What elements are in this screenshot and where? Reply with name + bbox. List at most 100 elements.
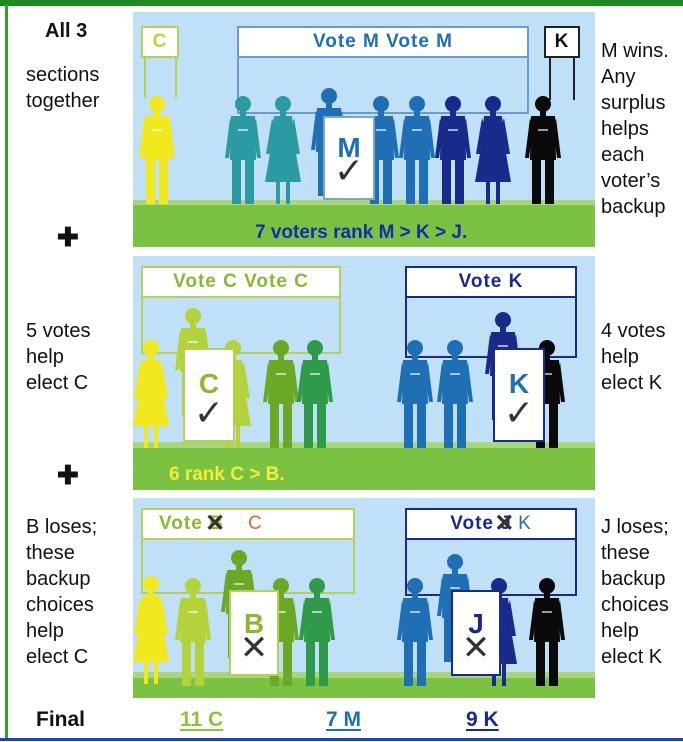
final-c: 11 C <box>180 708 224 731</box>
bottom-panel: Vote B✕ C Vote J✕ K B ✕ J ✕ <box>133 498 595 698</box>
bottom-grass-edge <box>133 672 595 680</box>
middle-caption: 6 rank C > B. <box>169 464 285 485</box>
top-left-line-3: together <box>26 90 100 112</box>
top-right-line-7: backup <box>601 196 666 218</box>
sign-c-bottom-vote: Vote <box>159 513 203 534</box>
final-label: Final <box>36 708 86 731</box>
voter-c-top <box>139 96 175 204</box>
voter-k-bot-1 <box>397 578 433 686</box>
voter-m-1 <box>225 96 261 204</box>
voter-m-5 <box>399 96 435 204</box>
bottom-right-text: J loses; these backup choices help elect… <box>601 514 669 670</box>
sign-k-bottom-vote: Vote <box>450 513 494 534</box>
sign-c-bottom-struck: B✕ <box>205 510 227 537</box>
top-right-line-4: helps <box>601 118 649 140</box>
sign-c-middle-bracket <box>141 298 341 354</box>
top-caption: 7 voters rank M > K > J. <box>255 222 468 243</box>
voter-m-2 <box>265 96 301 204</box>
middle-left-line-1: 5 votes <box>26 320 91 342</box>
plus-icon-1: ✚ <box>57 222 79 252</box>
voter-c-mid-1 <box>133 340 169 448</box>
left-border <box>5 4 8 738</box>
bottom-right-line-3: backup <box>601 568 666 590</box>
middle-right-line-1: 4 votes <box>601 320 666 342</box>
voter-c-mid-5 <box>297 340 333 448</box>
top-right-line-5: each <box>601 144 645 166</box>
cross-icon: ✕ <box>494 510 516 537</box>
sign-c-top-stem-right <box>175 58 177 98</box>
top-right-line-3: surplus <box>601 92 666 114</box>
top-left-text: sections together <box>26 62 99 114</box>
middle-grass-edge <box>133 442 595 450</box>
top-right-text: M wins. Any surplus helps each voter’s b… <box>601 38 669 220</box>
bottom-left-line-4: choices <box>26 594 94 616</box>
top-right-line-2: Any <box>601 66 636 88</box>
check-icon: ✓ <box>193 392 225 433</box>
bottom-left-line-2: these <box>26 542 75 564</box>
ballot-k-letter: K <box>508 368 530 399</box>
bottom-left-line-6: elect C <box>26 646 89 668</box>
final-m: 7 M <box>326 708 362 731</box>
cross-icon: ✕ <box>461 629 491 667</box>
voter-k-top <box>525 96 561 204</box>
voter-c-bot-2 <box>175 578 211 686</box>
sign-m: Vote M Vote M <box>237 26 529 58</box>
bottom-voters <box>133 550 565 686</box>
bottom-right-line-2: these <box>601 542 650 564</box>
bottom-border <box>0 738 683 741</box>
sign-k-top: K <box>544 26 580 58</box>
ballot-k: K ✓ <box>493 348 545 442</box>
bottom-grass <box>133 678 595 698</box>
top-right-line-1: M wins. <box>601 40 669 62</box>
top-grass <box>133 205 595 247</box>
voter-c-bot-5 <box>299 578 335 686</box>
plus-icon-2: ✚ <box>57 460 79 490</box>
middle-panel: Vote C Vote C Vote K C ✓ K ✓ 6 rank C > … <box>133 256 595 490</box>
top-grass-edge <box>133 200 595 208</box>
top-left-heading: All 3 <box>45 18 87 44</box>
voter-k-mid-1 <box>397 340 433 448</box>
bottom-left-line-1: B loses; <box>26 516 98 538</box>
voter-c-mid-4 <box>263 340 299 448</box>
ballot-j-letter: J <box>468 608 484 639</box>
voter-c-bot-1 <box>133 576 169 684</box>
middle-right-line-2: help <box>601 346 639 368</box>
voter-m-7 <box>475 96 511 204</box>
top-panel: C Vote M Vote M K M ✓ 7 voters rank M > … <box>133 12 595 247</box>
sign-k-top-stem-right <box>573 58 575 100</box>
sign-k-middle: Vote K <box>405 266 577 298</box>
ballot-m: M ✓ <box>323 116 375 200</box>
sign-k-bottom-new: K <box>518 513 532 534</box>
middle-right-text: 4 votes help elect K <box>601 318 665 396</box>
cross-icon: ✕ <box>239 629 269 667</box>
bottom-right-line-6: elect K <box>601 646 663 668</box>
sign-k-top-stem-left <box>549 58 551 100</box>
cross-icon: ✕ <box>205 510 227 537</box>
bottom-left-line-5: help <box>26 620 64 642</box>
bottom-right-line-4: choices <box>601 594 669 616</box>
voter-m-6 <box>435 96 471 204</box>
sign-k-bottom: Vote J✕ K <box>405 508 577 540</box>
voter-k-bot-4 <box>529 578 565 686</box>
bottom-right-line-1: J loses; <box>601 516 669 538</box>
middle-left-line-2: help <box>26 346 64 368</box>
final-k: 9 K <box>466 708 499 731</box>
sign-c-top: C <box>141 26 179 58</box>
bottom-right-line-5: help <box>601 620 639 642</box>
middle-left-text: 5 votes help elect C <box>26 318 90 396</box>
middle-right-line-3: elect K <box>601 372 663 394</box>
bottom-left-text: B loses; these backup choices help elect… <box>26 514 97 670</box>
ballot-j: J ✕ <box>451 590 501 676</box>
middle-left-line-3: elect C <box>26 372 89 394</box>
top-right-line-6: voter’s <box>601 170 661 192</box>
check-icon: ✓ <box>503 392 535 433</box>
bottom-left-line-3: backup <box>26 568 91 590</box>
ballot-b: B ✕ <box>229 590 279 676</box>
ballot-c-letter: C <box>198 368 220 399</box>
middle-grass <box>133 448 595 490</box>
top-left-line-2: sections <box>26 64 100 86</box>
sign-c-bottom: Vote B✕ C <box>141 508 355 540</box>
sign-k-bottom-struck: J✕ <box>494 510 516 537</box>
ballot-c: C ✓ <box>183 348 235 442</box>
